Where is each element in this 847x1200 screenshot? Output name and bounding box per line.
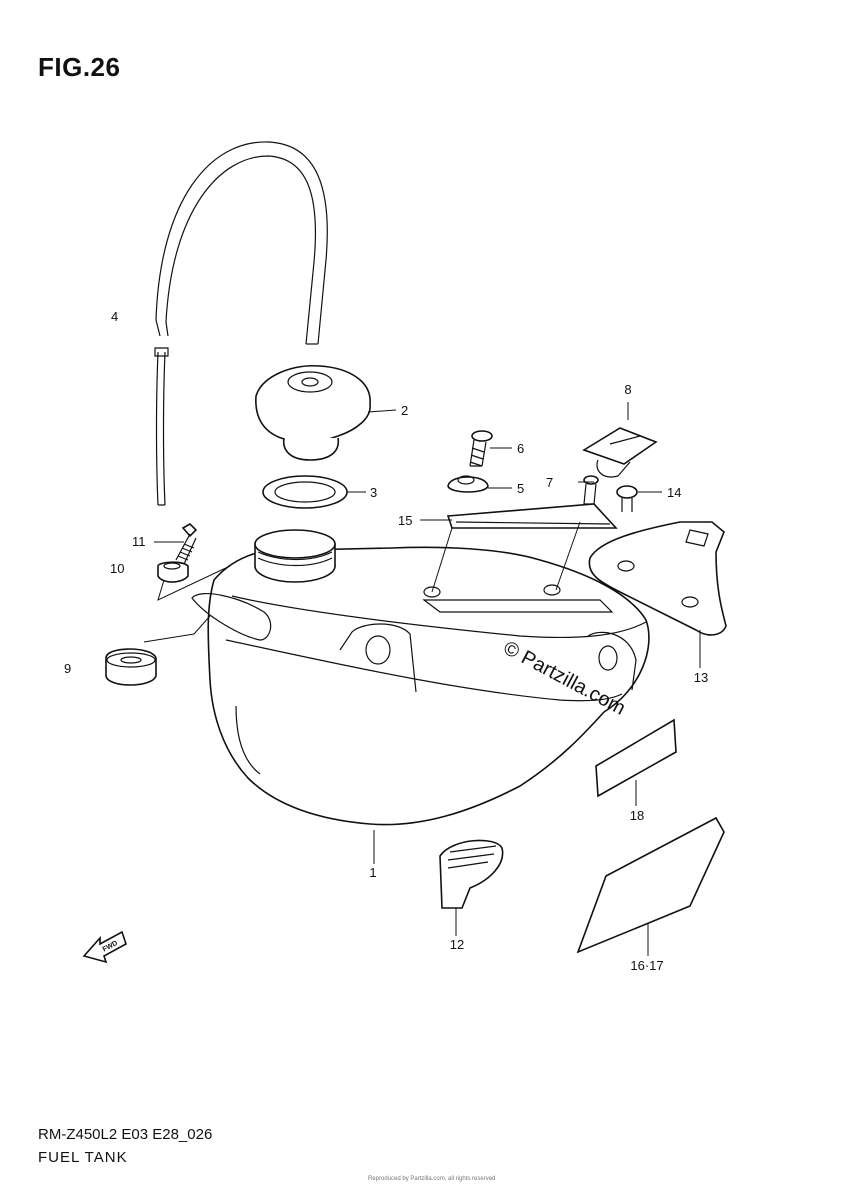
washer-5 bbox=[447, 475, 489, 493]
model-code: RM-Z450L2 E03 E28_026 bbox=[38, 1126, 213, 1143]
leader-lines bbox=[143, 402, 701, 956]
callout-2: 2 bbox=[401, 403, 408, 418]
strap-8 bbox=[582, 427, 658, 478]
callout-labels: 1 2 3 4 5 6 7 8 9 10 11 12 13 14 15 16·1… bbox=[64, 309, 708, 973]
callout-14: 14 bbox=[667, 485, 681, 500]
fwd-arrow-icon: FWD bbox=[82, 930, 127, 964]
collar-10 bbox=[157, 561, 189, 583]
breather-hose bbox=[154, 141, 328, 506]
fuel-cap bbox=[255, 365, 371, 461]
plate-15 bbox=[446, 503, 618, 529]
callout-4: 4 bbox=[111, 309, 118, 324]
bolt-11 bbox=[175, 523, 198, 565]
callout-1: 1 bbox=[369, 865, 376, 880]
callout-12: 12 bbox=[450, 937, 464, 952]
decal-16-17 bbox=[576, 816, 725, 954]
callout-5: 5 bbox=[517, 481, 524, 496]
callout-6: 6 bbox=[517, 441, 524, 456]
screw-7 bbox=[583, 475, 599, 505]
cap-gasket bbox=[262, 475, 348, 509]
callout-9: 9 bbox=[64, 661, 71, 676]
screw-6 bbox=[469, 430, 493, 467]
callout-15: 15 bbox=[398, 513, 412, 528]
section-name: FUEL TANK bbox=[38, 1149, 128, 1166]
emblem-12 bbox=[439, 839, 504, 909]
cover-13 bbox=[588, 521, 727, 636]
callout-8: 8 bbox=[624, 382, 631, 397]
callout-16-17: 16·17 bbox=[630, 958, 663, 973]
decal-18 bbox=[595, 718, 677, 798]
callout-3: 3 bbox=[370, 485, 377, 500]
callout-7: 7 bbox=[546, 475, 553, 490]
clip-14 bbox=[616, 485, 638, 512]
callout-13: 13 bbox=[694, 670, 708, 685]
fine-print: Reproduced by Partzilla.com, all rights … bbox=[368, 1176, 496, 1182]
callout-11: 11 bbox=[132, 534, 146, 549]
callout-10: 10 bbox=[110, 561, 124, 576]
rubber-damper-9 bbox=[105, 648, 157, 686]
callout-18: 18 bbox=[630, 808, 644, 823]
figure-title: FIG.26 bbox=[38, 52, 121, 82]
fuel-tank bbox=[191, 529, 650, 826]
